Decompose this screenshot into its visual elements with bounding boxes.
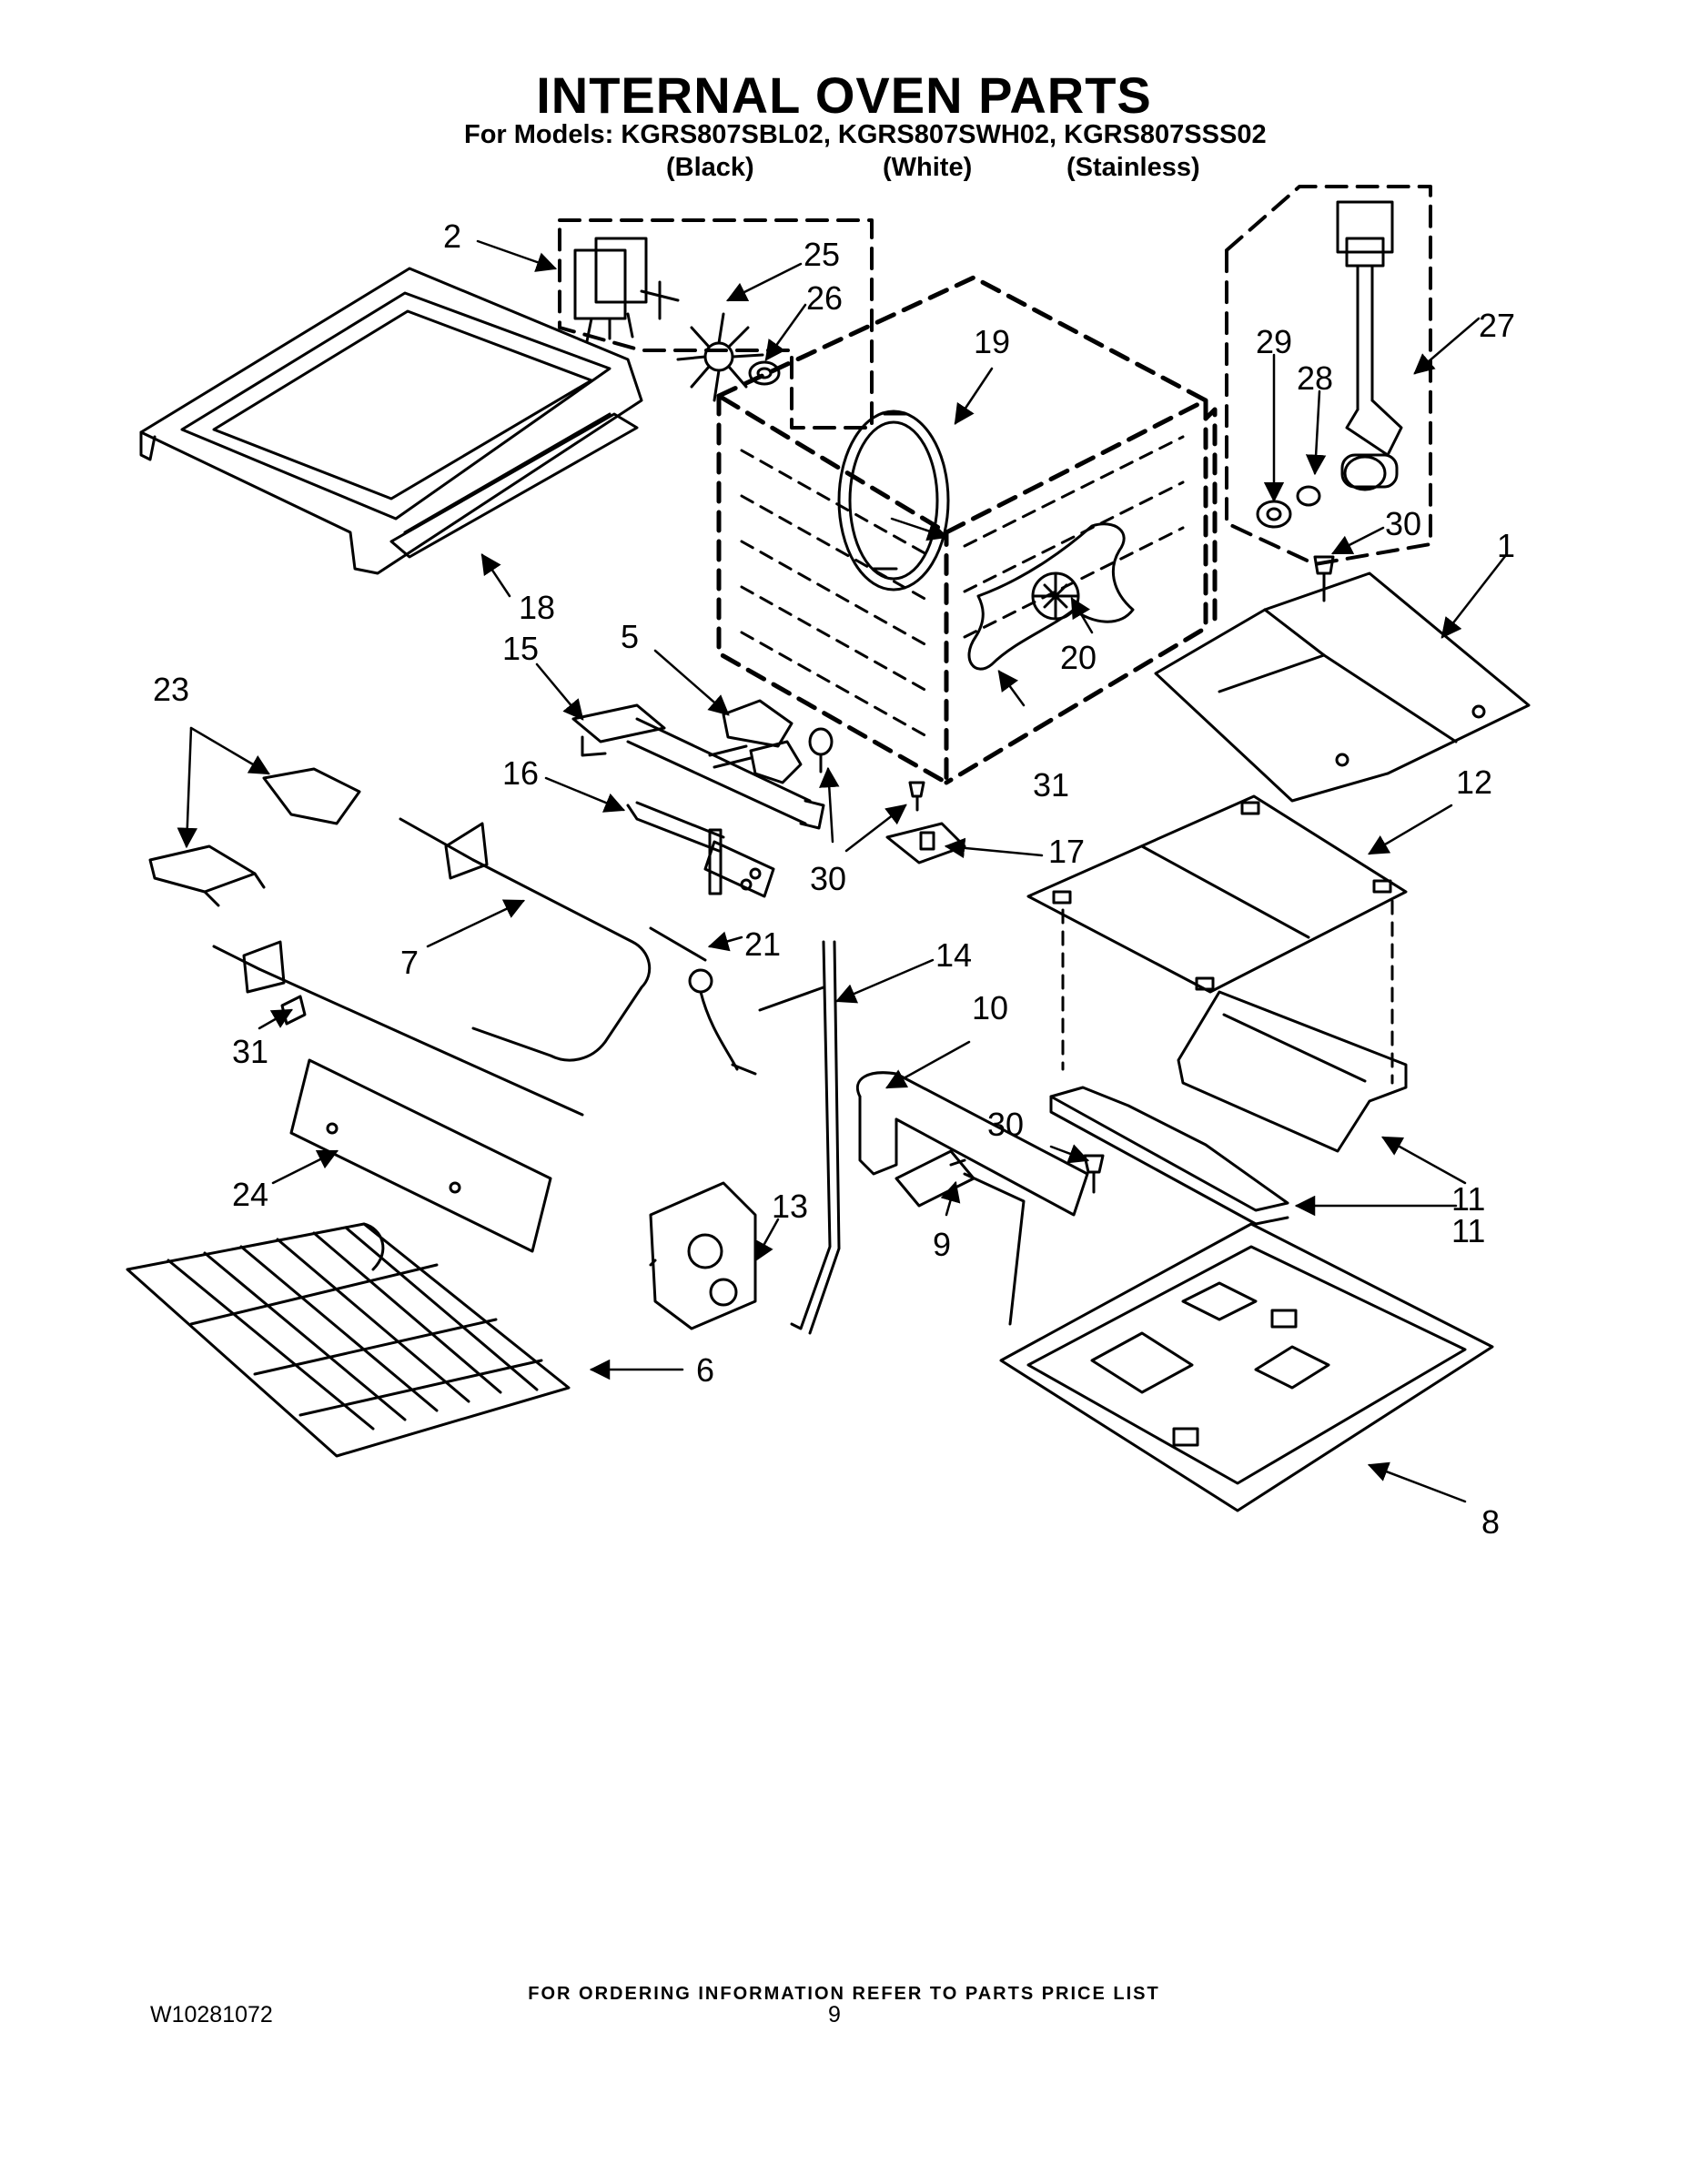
callout-2: 2 — [443, 217, 461, 255]
screw-30-lower — [1083, 1154, 1105, 1194]
callout-13: 13 — [772, 1188, 808, 1225]
cavity-rack-guides — [740, 435, 1185, 739]
callout-16: 16 — [502, 754, 539, 792]
bake-burner — [856, 1071, 1089, 1217]
color-black: (Black) — [666, 153, 754, 182]
deflector — [289, 1058, 552, 1253]
callout-20: 20 — [1060, 639, 1097, 676]
page-number: 9 — [828, 2002, 841, 2027]
callout-11-lower: 11 — [1451, 1212, 1485, 1249]
small-brackets — [148, 767, 361, 907]
convection-motor-group — [558, 218, 874, 430]
callout-31-top: 31 — [1033, 766, 1069, 804]
callout-27: 27 — [1479, 307, 1515, 344]
callout-1: 1 — [1497, 527, 1515, 564]
callout-24: 24 — [232, 1176, 268, 1213]
screw-30-top — [1313, 555, 1335, 602]
fan-blade — [676, 312, 764, 402]
callout-26: 26 — [806, 279, 843, 317]
gas-tube — [758, 940, 841, 1335]
spark-bracket — [885, 822, 966, 864]
oven-cavity — [716, 275, 1218, 785]
burner-orifice — [895, 1149, 1026, 1326]
screw-30-middle — [908, 781, 925, 812]
fan-shroud-ring — [837, 410, 950, 592]
callout-31-lower: 31 — [232, 1033, 268, 1070]
callout-30-middle: 30 — [810, 860, 846, 897]
broiler-pan — [999, 1222, 1494, 1512]
fan-baffle — [967, 522, 1135, 671]
callout-28: 28 — [1297, 359, 1333, 397]
heat-shield — [1026, 794, 1408, 1085]
oven-valve-assembly — [708, 699, 834, 784]
callout-25: 25 — [804, 236, 840, 273]
callout-5: 5 — [621, 618, 639, 655]
callout-17: 17 — [1048, 833, 1085, 870]
callout-29: 29 — [1256, 323, 1292, 360]
callout-12: 12 — [1456, 763, 1492, 801]
callout-9: 9 — [933, 1226, 951, 1263]
callout-10: 10 — [972, 989, 1008, 1026]
page-title: INTERNAL OVEN PARTS — [536, 66, 1152, 124]
callout-30-top: 30 — [1385, 505, 1421, 542]
ignitor-nut — [1256, 500, 1292, 529]
burner-tube — [626, 801, 775, 898]
callout-23: 23 — [153, 671, 189, 708]
callout-7: 7 — [400, 944, 419, 981]
ignitor-washer — [1296, 485, 1321, 507]
convection-motor — [573, 237, 680, 343]
thermocouple — [649, 926, 757, 1076]
oven-sensor — [399, 817, 652, 1062]
leader-lines — [177, 239, 1508, 1503]
models-line: For Models: KGRS807SBL02, KGRS807SWH02, … — [464, 120, 1267, 149]
callout-11-upper: 11 — [1451, 1180, 1485, 1218]
callout-30-lower: 30 — [987, 1106, 1024, 1143]
ignitor-group — [1225, 185, 1432, 566]
oven-rack — [126, 1222, 571, 1458]
callout-6: 6 — [696, 1351, 714, 1389]
ignitor — [1336, 200, 1403, 491]
callout-21: 21 — [744, 925, 781, 963]
callout-14: 14 — [935, 936, 972, 974]
color-white: (White) — [883, 153, 973, 182]
callout-8: 8 — [1481, 1503, 1500, 1541]
callout-15: 15 — [502, 630, 539, 667]
burner-brackets — [1049, 990, 1408, 1226]
broil-burner — [571, 703, 825, 830]
callout-19: 19 — [974, 323, 1010, 360]
gas-valve — [649, 1181, 757, 1330]
color-stainless: (Stainless) — [1066, 153, 1200, 182]
bottom-panel — [1154, 571, 1531, 803]
fan-nut — [748, 360, 781, 386]
document-number: W10281072 — [150, 2002, 273, 2027]
top-panel — [139, 267, 643, 575]
callout-numbers: 2 25 26 19 27 29 28 30 1 18 20 15 5 31 1… — [153, 217, 1515, 1541]
ordering-note: FOR ORDERING INFORMATION REFER TO PARTS … — [528, 1984, 1160, 2004]
callout-18: 18 — [519, 589, 555, 626]
sensor-rod-lower — [212, 940, 584, 1117]
